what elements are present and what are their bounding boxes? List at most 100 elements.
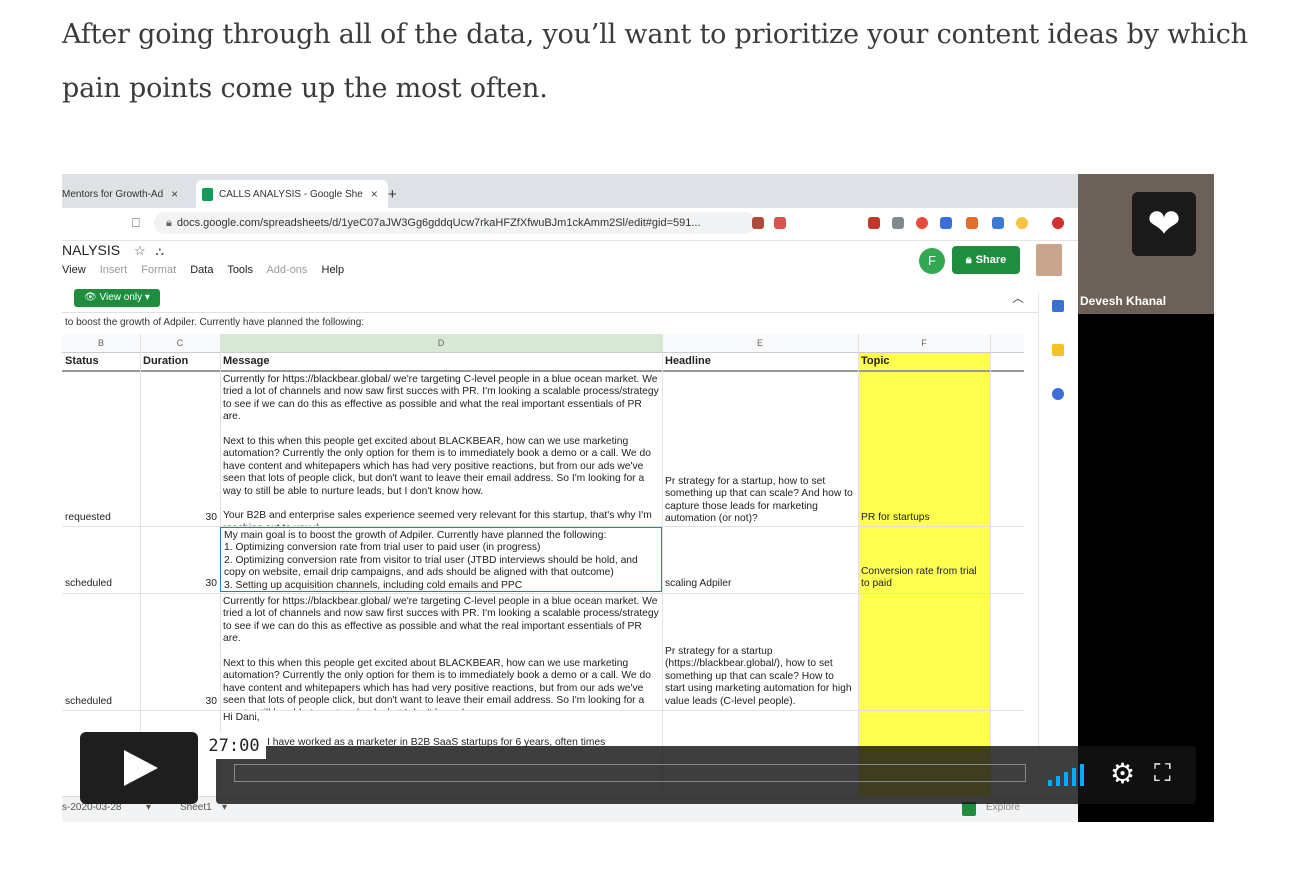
cell-status[interactable]: scheduled [65, 696, 112, 707]
side-panel [1038, 292, 1078, 796]
url-field[interactable]: 🔒︎ docs.google.com/spreadsheets/d/1yeC07a… [154, 212, 756, 234]
menu-insert[interactable]: Insert [99, 264, 128, 276]
view-only-label: View only [99, 292, 143, 303]
sheet-tab[interactable]: Sheet1 [180, 802, 212, 813]
heart-icon[interactable]: ❤ [1132, 192, 1196, 256]
grid-line [858, 334, 859, 804]
extension-icon[interactable] [1052, 217, 1064, 229]
time-display: 27:00 [202, 733, 266, 759]
formula-bar[interactable]: to boost the growth of Adpiler. Currentl… [62, 312, 1078, 333]
menu-format[interactable]: Format [141, 264, 177, 276]
lock-icon: 🔒︎ [166, 217, 172, 229]
tasks-icon[interactable] [1052, 388, 1064, 400]
cell-status[interactable]: requested [65, 512, 111, 523]
header-duration[interactable]: Duration [143, 355, 189, 367]
cell-message[interactable]: Currently for https://blackbear.global/ … [223, 596, 659, 710]
participant-name: Devesh Khanal [1080, 294, 1167, 308]
cell-duration[interactable]: 30 [205, 512, 217, 523]
share-button[interactable]: 🔒︎Share [952, 246, 1020, 274]
col-letter-b[interactable]: B [62, 334, 141, 352]
extension-icon[interactable] [992, 217, 1004, 229]
cell-topic[interactable]: PR for startups [861, 512, 930, 523]
cell-headline[interactable]: scaling Adpiler [665, 578, 732, 589]
header-status[interactable]: Status [65, 355, 99, 367]
close-icon[interactable]: × [171, 187, 179, 201]
sheets-icon [202, 187, 213, 201]
browser-tab-mentors[interactable]: Mentors for Growth-Ad × [62, 180, 192, 208]
extension-icon[interactable] [1016, 217, 1028, 229]
menu-tools[interactable]: Tools [227, 264, 253, 276]
extension-icon[interactable] [774, 217, 786, 229]
cell-message[interactable]: Currently for https://blackbear.global/ … [223, 374, 659, 526]
cell-topic[interactable]: Conversion rate from trial to paid [861, 566, 977, 590]
extension-icon[interactable] [940, 217, 952, 229]
extension-icon[interactable] [868, 217, 880, 229]
col-letter-e[interactable]: E [662, 334, 859, 352]
explore-label[interactable]: Explore [986, 802, 1020, 813]
extension-icon[interactable] [966, 217, 978, 229]
col-letter-d[interactable]: D [220, 334, 663, 352]
keep-icon[interactable] [1052, 344, 1064, 356]
chevron-down-icon[interactable]: ▾ [222, 802, 228, 813]
cell-duration[interactable]: 30 [205, 578, 217, 589]
chevron-up-icon[interactable]: ︿ [1012, 291, 1025, 305]
avatar[interactable]: F [919, 248, 945, 274]
play-button[interactable] [80, 732, 198, 804]
col-letter-f[interactable]: F [858, 334, 991, 352]
article-paragraph: After going through all of the data, you… [62, 19, 1248, 104]
view-only-button[interactable]: 👁︎ View only ▾ [74, 289, 160, 307]
url-text: docs.google.com/spreadsheets/d/1yeC07aJW… [176, 217, 701, 229]
star-icon[interactable]: ☆ [134, 243, 146, 258]
chevron-down-icon[interactable]: ▾ [146, 802, 152, 813]
bookmark-icon[interactable]: ⎕ [132, 215, 140, 230]
menu-addons[interactable]: Add-ons [266, 264, 308, 276]
close-icon[interactable]: × [370, 187, 378, 201]
gear-icon[interactable]: ⚙ [1110, 758, 1136, 789]
topic-column-highlight [858, 352, 990, 812]
cell-headline[interactable]: Pr strategy for a startup (https://black… [665, 646, 852, 707]
row-divider [62, 593, 1024, 594]
browser-tab-bar: Mentors for Growth-Ad × CALLS ANALYSIS - … [62, 174, 1078, 208]
fullscreen-icon[interactable]: ⛶ [1154, 760, 1171, 787]
explore-icon[interactable] [962, 802, 976, 816]
browser-tab-calls-analysis[interactable]: CALLS ANALYSIS - Google She × [196, 180, 388, 208]
extension-icon[interactable] [752, 217, 764, 229]
data-grid: requested 30 Currently for https://black… [62, 372, 1024, 802]
col-letter-c[interactable]: C [140, 334, 221, 352]
cell-duration[interactable]: 30 [205, 696, 217, 707]
cell-message-selected[interactable]: My main goal is to boost the growth of A… [220, 527, 662, 592]
sheet-tab[interactable]: s-2020-03-28 [62, 802, 122, 813]
sheets-header: NALYSIS ☆ ⛬ View Insert Format Data Tool… [62, 240, 1078, 292]
doc-title[interactable]: NALYSIS ☆ ⛬ [62, 242, 164, 259]
calendar-icon[interactable] [1052, 300, 1064, 312]
column-letter-header: B C D E F [62, 334, 1024, 353]
new-tab-button[interactable]: + [388, 185, 397, 203]
menu-view[interactable]: View [62, 264, 86, 276]
chevron-down-icon: ▾ [144, 292, 150, 303]
menu-help[interactable]: Help [321, 264, 345, 276]
tab-label: Mentors for Growth-Ad [62, 188, 164, 200]
extension-icon[interactable] [916, 217, 928, 229]
video-player[interactable]: Mentors for Growth-Ad × CALLS ANALYSIS - … [62, 174, 1214, 822]
cell-message[interactable]: Hi Dani, situation. I have worked as a m… [223, 712, 606, 748]
header-headline[interactable]: Headline [665, 355, 711, 367]
tab-label: CALLS ANALYSIS - Google She [219, 188, 363, 200]
user-avatar[interactable] [1036, 244, 1062, 276]
share-label: Share [975, 254, 1007, 266]
grid-line [140, 334, 141, 804]
header-message[interactable]: Message [223, 355, 270, 367]
screen-share: Mentors for Growth-Ad × CALLS ANALYSIS - … [62, 174, 1078, 822]
eye-icon: 👁︎ [84, 292, 97, 303]
cell-headline[interactable]: Pr strategy for a startup, how to set so… [665, 476, 853, 525]
header-topic[interactable]: Topic [861, 355, 890, 367]
sheets-toolbar: 👁︎ View only ▾ ︿ [62, 286, 1078, 312]
extension-icon[interactable] [892, 217, 904, 229]
cell-status[interactable]: scheduled [65, 578, 112, 589]
drive-icon[interactable]: ⛬ [155, 244, 164, 258]
grid-line [662, 334, 663, 804]
volume-icon[interactable] [1048, 764, 1092, 786]
video-control-bar: ⚙ ⛶ [216, 746, 1196, 804]
progress-bar[interactable] [234, 764, 1026, 782]
menu-data[interactable]: Data [190, 264, 214, 276]
doc-title-text: NALYSIS [62, 242, 121, 258]
